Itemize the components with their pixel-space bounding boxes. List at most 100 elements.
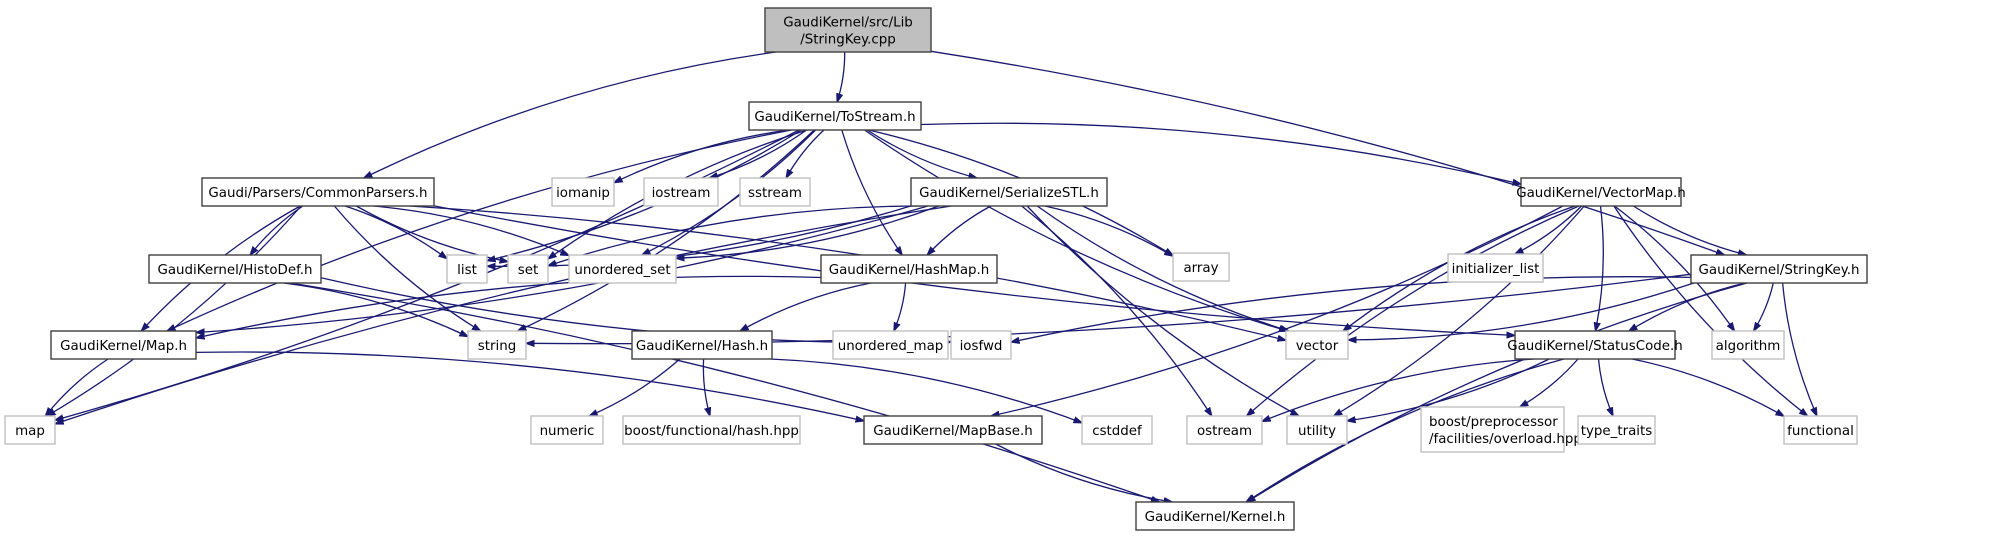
node-label-set: set [518,263,538,278]
node-box-functional [1783,415,1858,445]
edge-commonparsers-to-map [47,205,302,416]
edge-hash-to-boost_hash [702,358,710,416]
node-label-boost_hash: boost/functional/hash.hpp [624,424,799,439]
edge-commonparsers-to-statuscode [433,205,1515,336]
node-vectormap[interactable]: GaudiKernel/VectorMap.h [1516,177,1686,207]
edge-vectormap-to-mapbase [991,205,1564,416]
node-box-hash [631,330,773,360]
node-box-set [507,254,549,284]
node-label-hashmap: GaudiKernel/HashMap.h [829,263,990,278]
node-map: map [4,415,56,445]
node-box-cstddef [1081,415,1153,445]
node-tostream[interactable]: GaudiKernel/ToStream.h [748,101,922,131]
node-box-algorithm [1711,330,1785,360]
node-box-boost_overload [1420,406,1565,453]
node-array: array [1172,252,1230,282]
node-box-stringkey [1690,254,1868,284]
node-label-array: array [1183,261,1218,276]
node-label-histodef: GaudiKernel/HistoDef.h [157,263,312,278]
node-label-initializer_list: initializer_list [1452,262,1540,277]
node-label-boost_overload: boost/preprocessor [1429,415,1558,430]
edge-stringkey-to-functional [1781,282,1817,416]
edge-vectormap-to-functional [1613,205,1808,416]
node-box-iosfwd [950,330,1012,360]
node-label-unordered_set: unordered_set [574,263,670,278]
node-box-root [764,7,932,53]
edge-hashmap-to-hash [740,282,872,331]
node-label-iostream: iostream [652,186,711,201]
node-iosfwd: iosfwd [950,330,1012,360]
node-box-map [4,415,56,445]
node-box-commonparsers [201,177,435,207]
edge-stringkey-to-statuscode [1629,282,1746,331]
edge-commonparsers-to-string [333,205,480,331]
node-box-sstream [739,177,811,207]
edge-vectormap-to-utility [1334,205,1585,416]
edge-mapbase-to-kernel [995,443,1173,502]
node-label-list: list [457,263,477,278]
node-label-cstddef: cstddef [1092,424,1142,439]
edge-serializestl-to-maph [196,205,929,333]
edge-root-to-stringkey [930,50,1725,255]
node-box-ostream [1186,415,1263,445]
edge-serializestl-to-hashmap [927,205,992,255]
node-stringkey[interactable]: GaudiKernel/StringKey.h [1690,254,1868,284]
node-ostream: ostream [1186,415,1263,445]
node-label-root: GaudiKernel/src/Lib [783,16,913,31]
node-box-hashmap [820,254,998,284]
edge-tostream-to-iostream [709,129,807,178]
node-maph[interactable]: GaudiKernel/Map.h [50,330,197,360]
edge-maph-to-map [45,358,109,416]
edge-vectormap-to-algorithm [1614,205,1735,331]
node-hashmap[interactable]: GaudiKernel/HashMap.h [820,254,998,284]
node-algorithm: algorithm [1711,330,1785,360]
edge-root-to-commonparsers [364,51,777,178]
node-label-vectormap: GaudiKernel/VectorMap.h [1516,186,1686,201]
node-serializestl[interactable]: GaudiKernel/SerializeSTL.h [910,177,1108,207]
node-label-utility: utility [1298,424,1336,439]
node-boost_overload: boost/preprocessor/facilities/overload.h… [1420,406,1582,453]
node-set: set [507,254,549,284]
node-functional: functional [1783,415,1858,445]
node-label-iomanip: iomanip [556,186,610,201]
edge-histodef-to-string [283,282,468,337]
edge-stringkey-to-vector [1348,282,1695,340]
node-list: list [446,254,488,284]
edge-tostream-to-vectormap [920,122,1521,184]
edge-tostream-to-list [487,129,802,261]
node-label-iosfwd: iosfwd [960,339,1003,354]
node-statuscode[interactable]: GaudiKernel/StatusCode.h [1507,330,1683,360]
node-mapbase[interactable]: GaudiKernel/MapBase.h [863,415,1043,445]
node-root[interactable]: GaudiKernel/src/Lib/StringKey.cpp [764,7,932,53]
node-initializer_list: initializer_list [1447,253,1544,283]
nodes-layer: GaudiKernel/src/Lib/StringKey.cppGaudiKe… [4,7,1868,531]
edge-tostream-to-sstream [786,129,825,178]
node-histodef[interactable]: GaudiKernel/HistoDef.h [148,254,322,284]
node-hash[interactable]: GaudiKernel/Hash.h [631,330,773,360]
node-commonparsers[interactable]: Gaudi/Parsers/CommonParsers.h [201,177,435,207]
node-label-numeric: numeric [540,424,595,439]
edge-stringkey-to-kernel [1247,282,1748,502]
node-kernel[interactable]: GaudiKernel/Kernel.h [1135,501,1295,531]
node-label-boost_overload: /facilities/overload.hpp [1429,432,1582,447]
node-type_traits: type_traits [1577,415,1656,445]
edge-commonparsers-to-list [344,205,447,259]
node-box-vectormap [1520,177,1682,207]
edge-root-to-tostream [837,51,846,102]
node-string: string [467,330,527,360]
node-box-string [467,330,527,360]
node-box-kernel [1135,501,1295,531]
node-label-sstream: sstream [748,186,802,201]
node-box-statuscode [1514,330,1676,360]
edge-statuscode-to-boost_overload [1520,358,1579,407]
node-unordered_set: unordered_set [568,254,677,284]
node-box-maph [50,330,197,360]
node-label-map: map [15,424,45,439]
node-label-functional: functional [1787,424,1854,439]
edge-statuscode-to-kernel [1246,358,1565,502]
node-label-algorithm: algorithm [1716,339,1781,354]
node-label-kernel: GaudiKernel/Kernel.h [1145,510,1286,525]
edge-serializestl-to-set [548,205,922,266]
edge-histodef-to-kernel [290,282,1160,503]
